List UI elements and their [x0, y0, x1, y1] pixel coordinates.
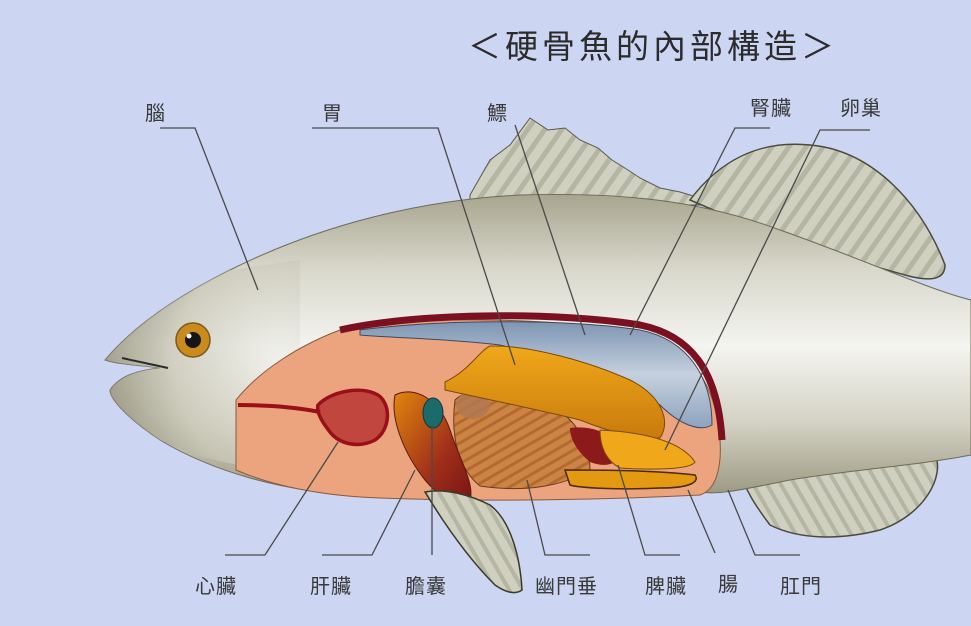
label-swim-bladder: 鰾: [487, 101, 508, 125]
label-heart: 心臟: [195, 574, 237, 598]
intestine: [563, 469, 697, 490]
label-gall-bladder: 膽囊: [405, 574, 447, 598]
leader-heart: [225, 441, 339, 556]
leader-kidney: [629, 127, 770, 336]
stomach: [444, 345, 665, 439]
leader-ovary: [664, 129, 870, 451]
leader-anus: [727, 489, 800, 556]
label-spleen: 脾臟: [645, 574, 687, 598]
leader-stomach: [312, 127, 516, 366]
mouth: [121, 357, 169, 369]
swim-bladder: [359, 321, 713, 429]
pelvic-fin: [423, 490, 523, 594]
label-intestine: 腸: [718, 572, 739, 596]
peritoneum: [339, 312, 726, 441]
label-ovary: 卵巢: [840, 96, 882, 120]
heart: [315, 388, 390, 447]
label-anus: 肛門: [780, 574, 822, 598]
leader-brain: [160, 127, 259, 291]
dorsal-fin-spiny: [469, 117, 701, 206]
leader-pyloric-caeca: [526, 479, 590, 556]
label-stomach: 胃: [322, 101, 343, 125]
label-brain: 腦: [145, 101, 166, 125]
gall-bladder: [422, 397, 444, 429]
label-pyloric-caeca: 幽門垂: [535, 574, 598, 598]
leader-intestine: [687, 489, 716, 554]
leader-liver: [322, 469, 416, 556]
diagram-title: ＜硬骨魚的內部構造＞: [468, 27, 838, 66]
label-kidney: 腎臟: [750, 96, 792, 120]
label-liver: 肝臟: [310, 574, 352, 598]
ovary: [599, 429, 696, 470]
leader-spleen: [617, 464, 680, 556]
leader-swim-bladder: [514, 124, 586, 336]
leader-lines: [160, 124, 870, 556]
